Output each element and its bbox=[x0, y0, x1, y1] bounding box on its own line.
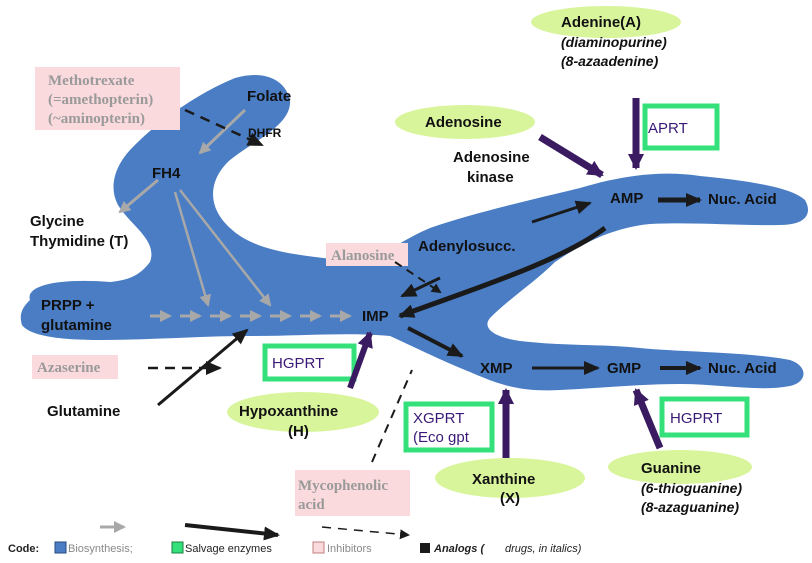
legend: Code: Biosynthesis; Salvage enzymes Inhi… bbox=[8, 521, 582, 555]
guanine-analog-1: (6-thioguanine) bbox=[641, 480, 742, 496]
fh4-imp-arrow-2 bbox=[179, 189, 272, 307]
mycophenolic-arrow bbox=[371, 369, 413, 463]
adenylosucc-label: Adenylosucc. bbox=[418, 238, 516, 255]
methotrexate-box bbox=[35, 67, 180, 130]
fh4-glycine-arrow bbox=[118, 178, 159, 214]
xgprt-box bbox=[403, 401, 495, 453]
hypoxanthine-bubble bbox=[227, 392, 379, 432]
adenine-analog-2: (8-azaadenine) bbox=[561, 53, 659, 69]
adenine-analog-1: (diaminopurine) bbox=[561, 34, 667, 50]
biosynthesis-region bbox=[20, 74, 809, 391]
adenosine-amp-arrow bbox=[538, 134, 604, 178]
guanine-gmp-arrow bbox=[632, 388, 664, 450]
azaserine-box bbox=[32, 355, 118, 379]
legend-biosynthesis: Biosynthesis; bbox=[68, 543, 133, 555]
xgprt-label-line2: (Eco gpt bbox=[413, 429, 470, 446]
alanosine-box bbox=[326, 243, 408, 266]
legend-blue-swatch bbox=[54, 541, 67, 554]
aprt-box bbox=[642, 103, 720, 151]
thymidine-label: Thymidine (T) bbox=[30, 233, 128, 250]
guanine-bubble bbox=[608, 450, 752, 484]
nuc-acid-top-label: Nuc. Acid bbox=[708, 191, 777, 208]
glutamine-label: Glutamine bbox=[47, 403, 120, 420]
amp-label: AMP bbox=[610, 190, 643, 207]
legend-pink-swatch bbox=[312, 541, 325, 554]
xanthine-abbr: (X) bbox=[500, 490, 520, 507]
mycophenolic-box bbox=[295, 470, 410, 516]
imp-label: IMP bbox=[362, 308, 389, 325]
hypoxanthine-imp-arrow bbox=[347, 331, 373, 390]
aprt-label: APRT bbox=[648, 120, 688, 137]
legend-green-swatch bbox=[171, 541, 184, 554]
azaserine-label: Azaserine bbox=[37, 360, 101, 376]
imp-adenylosucc-arrow bbox=[531, 200, 592, 224]
alanosine-adenylosucc-arrow bbox=[394, 261, 442, 294]
legend-salvage: Salvage enzymes bbox=[185, 543, 272, 555]
mycophenolic-label-line2: acid bbox=[298, 497, 325, 513]
methotrexate-label-line1: Methotrexate bbox=[48, 73, 135, 89]
legend-analogs-note: drugs, in italics) bbox=[505, 543, 582, 555]
legend-analogs: Analogs ( bbox=[433, 543, 485, 555]
adenine-label: Adenine(A) bbox=[561, 14, 641, 31]
adenosine-bubble bbox=[395, 105, 535, 139]
legend-code-label: Code: bbox=[8, 543, 39, 555]
xanthine-bubble bbox=[435, 458, 585, 498]
hypoxanthine-abbr: (H) bbox=[288, 423, 309, 440]
legend-inhibitors: Inhibitors bbox=[327, 543, 372, 555]
methotrexate-dhfr-arrow bbox=[184, 108, 264, 147]
nuc-acid-bottom-label: Nuc. Acid bbox=[708, 360, 777, 377]
fh4-imp-arrow-1 bbox=[173, 191, 211, 307]
alanosine-label: Alanosine bbox=[331, 248, 395, 264]
adenosine-kinase-label-line1: Adenosine bbox=[453, 149, 530, 166]
adenylosucc-imp-arrow bbox=[400, 276, 441, 298]
methotrexate-label-line2: (=amethopterin) bbox=[48, 92, 153, 108]
glutamine-arrow bbox=[157, 328, 249, 407]
folate-label: Folate bbox=[247, 88, 291, 105]
glycine-label: Glycine bbox=[30, 213, 84, 230]
hgprt-right-box bbox=[659, 396, 750, 438]
methotrexate-label-line3: (~aminopterin) bbox=[48, 111, 145, 127]
hgprt-right-label: HGPRT bbox=[670, 410, 722, 427]
xgprt-label-line1: XGPRT bbox=[413, 410, 464, 427]
gmp-label: GMP bbox=[607, 360, 641, 377]
fh4-label: FH4 bbox=[152, 165, 181, 182]
guanine-label: Guanine bbox=[641, 460, 701, 477]
prpp-label-line2: glutamine bbox=[41, 317, 112, 334]
guanine-analog-2: (8-azaguanine) bbox=[641, 499, 739, 515]
legend-black-arrow bbox=[184, 523, 280, 541]
amp-imp-arrow bbox=[398, 226, 607, 319]
mycophenolic-label-line1: Mycophenolic bbox=[298, 478, 388, 494]
xanthine-label: Xanthine bbox=[472, 471, 535, 488]
xmp-label: XMP bbox=[480, 360, 513, 377]
legend-dashed-arrow bbox=[321, 526, 410, 540]
hgprt-left-label: HGPRT bbox=[272, 355, 324, 372]
folate-fh4-arrow bbox=[198, 108, 247, 155]
hypoxanthine-label: Hypoxanthine bbox=[239, 403, 338, 420]
hgprt-left-box bbox=[262, 343, 357, 382]
legend-black-swatch bbox=[420, 543, 430, 553]
dhfr-label: DHFR bbox=[248, 126, 282, 140]
adenosine-kinase-label-line2: kinase bbox=[467, 169, 514, 186]
adenosine-label: Adenosine bbox=[425, 114, 502, 131]
adenine-bubble bbox=[531, 6, 681, 38]
prpp-label-line1: PRPP + bbox=[41, 297, 95, 314]
imp-xmp-arrow bbox=[407, 326, 464, 358]
